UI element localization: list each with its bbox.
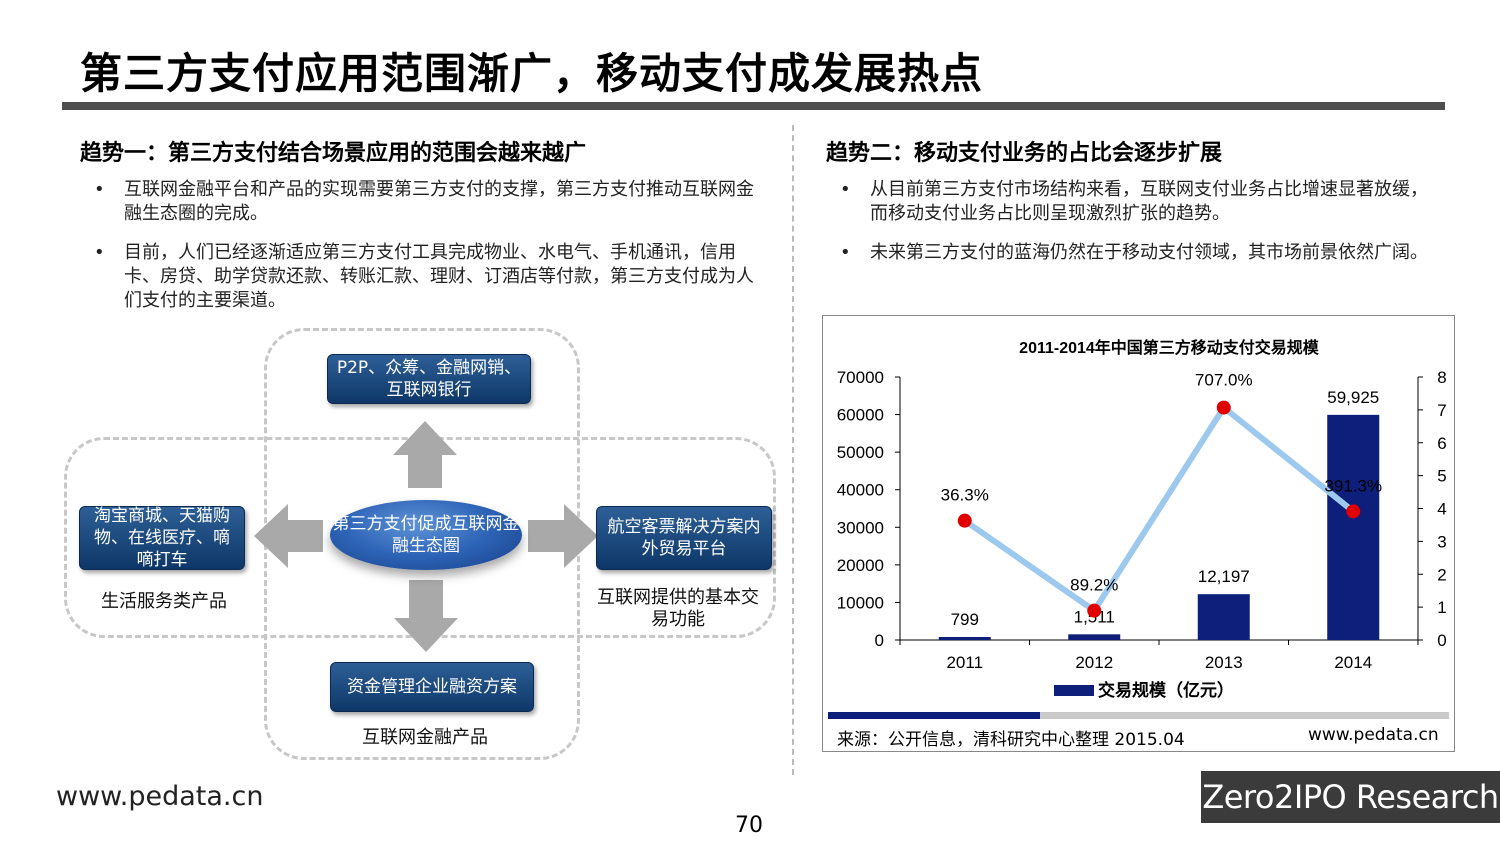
page-number: 70 [735,813,763,838]
growth-marker [1087,603,1102,618]
bar-data-label: 799 [951,610,979,629]
trend2-bullet-text: 从目前第三方支付市场结构来看，互联网支付业务占比增速显著放缓，而移动支付业务占比… [870,179,1428,224]
growth-marker [1216,400,1231,415]
y-tick-label: 70000 [837,368,884,387]
brand-logo: Zero2IPO Research [1201,771,1500,823]
diagram-box-life-services: 淘宝商城、天猫购物、在线医疗、嘀嘀打车 [79,506,245,570]
trend2-bullet-1: • 从目前第三方支付市场结构来看，互联网支付业务占比增速显著放缓，而移动支付业务占… [840,178,1440,226]
bar [1068,634,1121,640]
arrow-right-icon [528,504,598,568]
y-tick-label: 0 [875,631,884,650]
bullet-dot: • [94,242,105,263]
y-tick-label: 30000 [837,518,884,537]
y-tick-label: 40000 [837,481,884,500]
growth-marker [1346,504,1361,519]
trend1-bullet-text: 目前，人们已经逐渐适应第三方支付工具完成物业、水电气、手机通讯，信用卡、房贷、助… [124,242,754,311]
legend-label: 交易规模（亿元） [1098,680,1234,700]
x-tick-label: 2013 [1205,653,1243,672]
trend1-bullet-text: 互联网金融平台和产品的实现需要第三方支付的支撑，第三方支付推动互联网金融生态圈的… [124,179,754,224]
y2-tick-label: 1 [1437,598,1446,617]
x-tick-label: 2014 [1334,653,1372,672]
bar-data-label: 12,197 [1198,567,1250,586]
y-tick-label: 60000 [837,406,884,425]
bullet-dot: • [840,179,851,200]
bar [938,636,991,640]
bar-data-label: 59,925 [1327,388,1379,407]
diagram-label-life-services: 生活服务类产品 [101,591,227,612]
chart-title: 2011-2014年中国第三方移动支付交易规模 [1019,338,1320,357]
y2-tick-label: 3 [1437,532,1446,551]
trend1-bullet-2: • 目前，人们已经逐渐适应第三方支付工具完成物业、水电气、手机通讯，信用卡、房贷、… [94,241,764,313]
chart-svg: 2011-2014年中国第三方移动支付交易规模 0 10000 20000 30000 4… [828,338,1449,719]
y-tick-label: 50000 [837,443,884,462]
x-tick-label: 2011 [946,653,983,672]
growth-data-label: 391.3% [1324,476,1382,495]
trend2-bullet-2: • 未来第三方支付的蓝海仍然在于移动支付领域，其市场前景依然广阔。 [840,241,1440,265]
chart-source: 来源：公开信息，清科研究中心整理 2015.04 [837,730,1185,750]
x-tick-label: 2012 [1075,653,1113,672]
y2-tick-label: 6 [1437,434,1446,453]
chart-url: www.pedata.cn [1308,725,1439,745]
trend1-bullet-1: • 互联网金融平台和产品的实现需要第三方支付的支撑，第三方支付推动互联网金融生态圈… [94,178,764,226]
trend2-bullet-text: 未来第三方支付的蓝海仍然在于移动支付领域，其市场前景依然广阔。 [870,242,1428,263]
y2-tick-label: 7 [1437,401,1446,420]
y2-tick-label: 5 [1437,467,1446,486]
growth-data-label: 89.2% [1070,576,1118,595]
legend-swatch [1054,685,1094,696]
y2-tick-label: 0 [1437,631,1446,650]
y2-tick-label: 4 [1437,500,1446,519]
y-tick-label: 10000 [837,593,884,612]
trend1-bullet-list: • 互联网金融平台和产品的实现需要第三方支付的支撑，第三方支付推动互联网金融生态圈… [94,178,764,328]
arrow-up-icon [393,421,457,488]
y2-tick-label: 8 [1437,368,1446,387]
bar [1327,414,1380,640]
arrow-left-icon [254,504,323,568]
trend1-heading: 趋势一：第三方支付结合场景应用的范围会越来越广 [80,141,587,166]
source-accent-bar [828,712,1040,719]
diagram-center-ellipse: 第三方支付促成互联网金融生态圈 [330,500,522,570]
trend2-heading: 趋势二：移动支付业务的占比会逐步扩展 [826,141,1223,166]
arrow-down-icon [394,580,458,652]
page-title: 第三方支付应用范围渐广，移动支付成发展热点 [80,49,984,98]
diagram-arrows [254,421,598,652]
diagram-box-financial-products: P2P、众筹、金融网销、互联网银行 [327,354,531,404]
trend2-bullet-list: • 从目前第三方支付市场结构来看，互联网支付业务占比增速显著放缓，而移动支付业务占… [840,178,1440,280]
y2-tick-label: 2 [1437,565,1446,584]
column-divider [792,125,794,775]
diagram-label-financial-products: 互联网金融产品 [362,727,488,748]
growth-data-label: 36.3% [941,486,989,505]
growth-marker [957,513,972,528]
diagram-label-basic-transactions: 互联网提供的基本交易功能 [597,587,759,630]
bullet-dot: • [94,179,105,200]
bar [1197,594,1250,640]
growth-line [963,404,1356,614]
source-divider-bar [1040,712,1449,719]
diagram-box-fund-management: 资金管理企业融资方案 [330,662,534,712]
y-tick-label: 20000 [837,556,884,575]
bullet-dot: • [840,242,851,263]
footer-url: www.pedata.cn [56,781,264,812]
diagram-box-basic-transactions: 航空客票解决方案内外贸易平台 [596,506,772,570]
title-rule [62,102,1445,110]
growth-data-label: 707.0% [1195,371,1253,390]
